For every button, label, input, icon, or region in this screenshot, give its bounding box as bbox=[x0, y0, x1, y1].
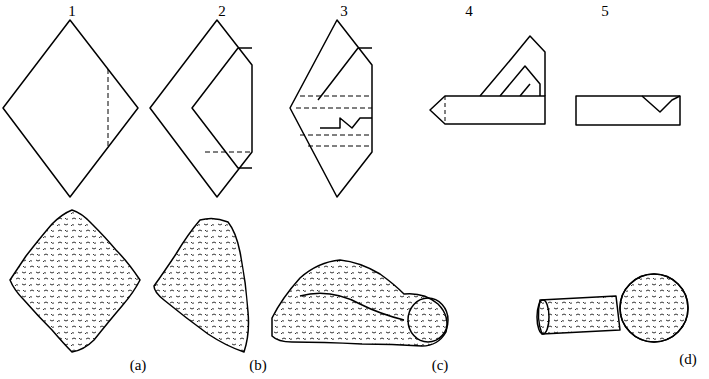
step-four-fold bbox=[430, 36, 545, 124]
figure-label: (b) bbox=[248, 358, 268, 373]
figure-label: (d) bbox=[678, 352, 698, 367]
step-three-fold bbox=[290, 20, 372, 197]
step-number: 2 bbox=[217, 4, 227, 19]
fibre-roll-partial bbox=[272, 260, 448, 346]
step-one-square bbox=[3, 20, 138, 197]
step-five-fold bbox=[576, 96, 680, 125]
step-number: 3 bbox=[339, 4, 349, 19]
step-number: 4 bbox=[464, 4, 474, 19]
step-number: 5 bbox=[600, 4, 610, 19]
fibre-roll-final bbox=[537, 274, 688, 342]
figure-label: (a) bbox=[129, 358, 148, 373]
step-two-fold bbox=[150, 20, 252, 197]
figure-label: (c) bbox=[431, 358, 450, 373]
step-number: 1 bbox=[67, 4, 77, 19]
fibre-ball-square bbox=[10, 210, 140, 352]
fibre-ball-triangle bbox=[154, 218, 249, 352]
